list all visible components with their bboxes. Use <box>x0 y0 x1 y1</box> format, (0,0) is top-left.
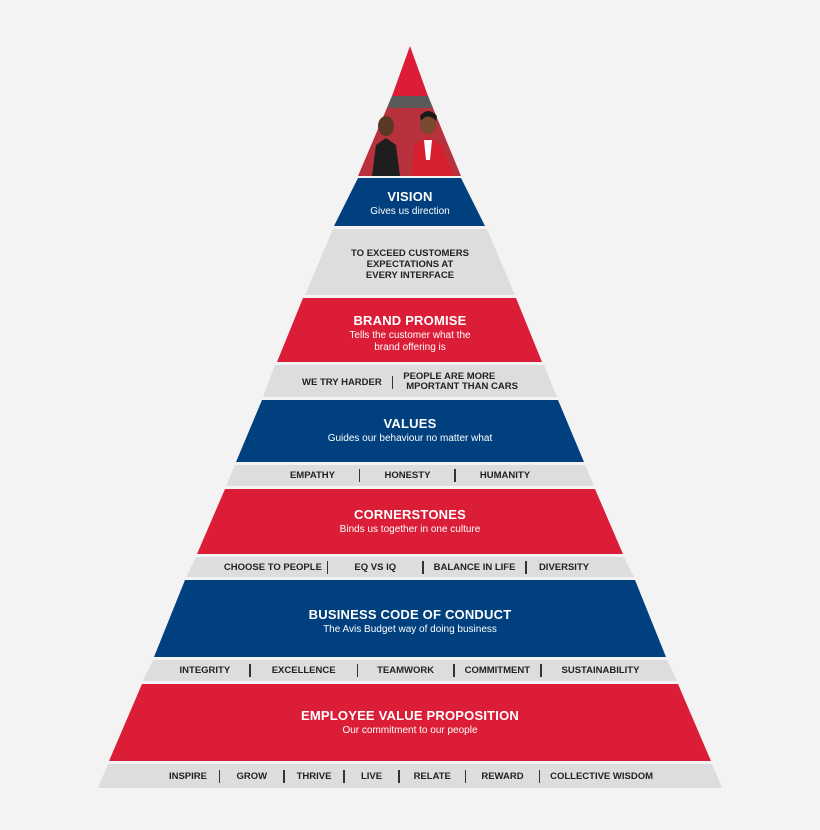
values-item: EMPATHY <box>289 470 335 481</box>
divider <box>218 769 221 783</box>
evp-item: LIVE <box>360 770 383 782</box>
evp-item: RELATE <box>413 770 451 782</box>
vision-band: VISION Gives us direction <box>0 189 820 218</box>
divider <box>454 469 456 482</box>
evp-item: REWARD <box>481 770 524 782</box>
cornerstones-item: BALANCE IN LIFE <box>433 561 516 573</box>
cornerstones-item: EQ VS IQ <box>354 561 397 573</box>
brand-promise-band: BRAND PROMISE Tells the customer what th… <box>0 313 820 354</box>
divider <box>525 560 527 574</box>
conduct-item: INTEGRITY <box>179 665 231 676</box>
cornerstones-title: CORNERSTONES <box>354 507 466 522</box>
brand-items-row: WE TRY HARDER PEOPLE ARE MORE MPORTANT T… <box>0 370 820 394</box>
brand-promise-title: BRAND PROMISE <box>353 313 467 328</box>
vision-title: VISION <box>387 189 433 204</box>
divider <box>356 664 359 677</box>
values-band: VALUES Guides our behaviour no matter wh… <box>0 416 820 445</box>
divider <box>391 375 394 389</box>
conduct-title: BUSINESS CODE OF CONDUCT <box>308 607 512 622</box>
divider <box>358 469 361 482</box>
divider <box>422 560 424 574</box>
divider <box>343 769 345 783</box>
conduct-item: COMMITMENT <box>464 665 531 676</box>
divider <box>540 664 542 677</box>
photo-of-two-employees-icon <box>358 96 461 176</box>
evp-band: EMPLOYEE VALUE PROPOSITION Our commitmen… <box>0 708 820 737</box>
cornerstones-item: DIVERSITY <box>538 561 590 573</box>
evp-items-row: INSPIRE GROW THRIVE LIVE RELATE REWARD C… <box>0 764 820 788</box>
conduct-item: TEAMWORK <box>377 665 435 676</box>
values-subtitle: Guides our behaviour no matter what <box>327 433 493 444</box>
divider <box>464 769 467 783</box>
brand-item-line: MPORTANT THAN CARS <box>406 381 518 392</box>
evp-item: INSPIRE <box>168 770 207 782</box>
brand-item: WE TRY HARDER <box>302 376 382 388</box>
vision-statement-line: EVERY INTERFACE <box>365 270 455 281</box>
brand-promise-subtitle-line: Tells the customer what the <box>349 330 471 341</box>
evp-subtitle: Our commitment to our people <box>342 725 478 736</box>
conduct-items-row: INTEGRITY EXCELLENCE TEAMWORK COMMITMENT… <box>0 660 820 681</box>
brand-item-line: PEOPLE ARE MORE <box>403 371 496 382</box>
conduct-band: BUSINESS CODE OF CONDUCT The Avis Budget… <box>0 607 820 636</box>
evp-title: EMPLOYEE VALUE PROPOSITION <box>300 708 520 723</box>
divider <box>538 769 541 783</box>
values-item: HUMANITY <box>479 470 531 481</box>
cornerstones-band: CORNERSTONES Binds us together in one cu… <box>0 507 820 536</box>
brand-promise-subtitle-line: brand offering is <box>374 342 446 353</box>
divider <box>249 664 251 677</box>
evp-item: GROW <box>236 770 268 782</box>
cornerstones-subtitle: Binds us together in one culture <box>339 524 481 535</box>
values-item: HONESTY <box>384 470 431 481</box>
values-title: VALUES <box>383 416 437 431</box>
divider <box>283 769 285 783</box>
values-items-row: EMPATHY HONESTY HUMANITY <box>0 465 820 486</box>
conduct-item: SUSTAINABILITY <box>561 665 640 676</box>
vision-statement: TO EXCEED CUSTOMERS EXPECTATIONS AT EVER… <box>0 248 820 281</box>
divider <box>326 560 329 574</box>
evp-item: COLLECTIVE WISDOM <box>550 770 654 782</box>
divider <box>398 769 400 783</box>
cornerstones-items-row: CHOOSE TO PEOPLE EQ VS IQ BALANCE IN LIF… <box>0 557 820 577</box>
vision-statement-line: EXPECTATIONS AT <box>366 259 454 270</box>
evp-item: THRIVE <box>296 770 332 782</box>
conduct-subtitle: The Avis Budget way of doing business <box>323 624 497 635</box>
conduct-item: EXCELLENCE <box>271 665 336 676</box>
brand-item-multiline: PEOPLE ARE MORE MPORTANT THAN CARS <box>393 372 528 392</box>
tip-red <box>392 46 428 96</box>
divider <box>453 664 455 677</box>
vision-statement-line: TO EXCEED CUSTOMERS <box>351 248 469 259</box>
vision-subtitle: Gives us direction <box>370 206 450 217</box>
cornerstones-item: CHOOSE TO PEOPLE <box>223 561 322 573</box>
